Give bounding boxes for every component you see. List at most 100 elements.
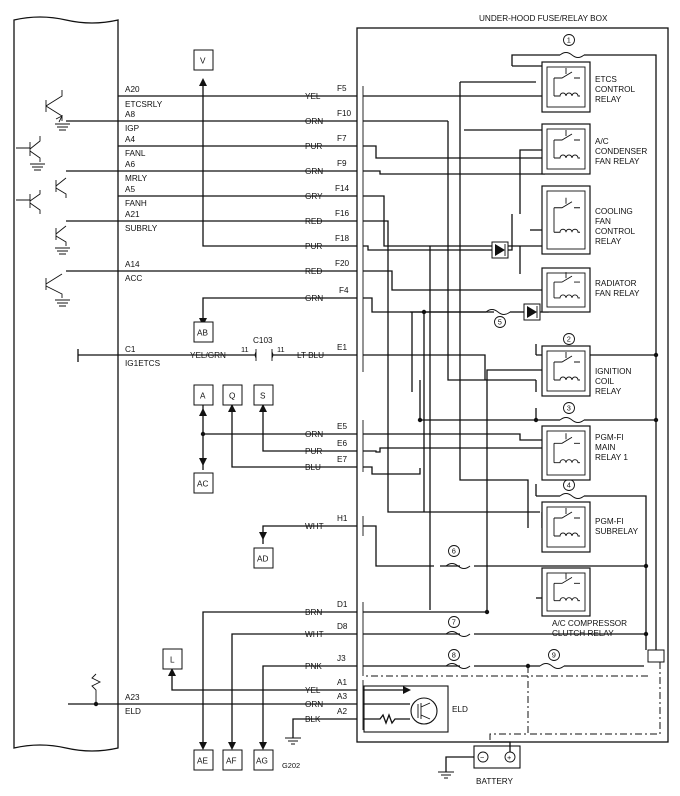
- relay-labels: ETCS CONTROL RELAY A/C CONDENSER FAN REL…: [552, 75, 647, 638]
- svg-text:WHT: WHT: [305, 522, 324, 531]
- svg-text:E1: E1: [337, 343, 347, 352]
- svg-text:IGNITION: IGNITION: [595, 367, 631, 376]
- svg-text:11: 11: [277, 345, 285, 354]
- etcs-control-relay: [541, 61, 591, 113]
- reference-box-af[interactable]: AF: [222, 749, 243, 771]
- internal-wires: [410, 81, 549, 615]
- svg-text:LT BLU: LT BLU: [297, 351, 324, 360]
- svg-text:CONTROL: CONTROL: [595, 227, 635, 236]
- reference-box-ac[interactable]: AC: [193, 472, 214, 494]
- wire-c1-e1: C1 IG1ETCS YEL/GRN C103 11 11 LT BLU E1: [77, 336, 486, 380]
- pgm-fi-main-relay-1: [541, 425, 591, 481]
- reference-box-ae[interactable]: AE: [193, 749, 214, 771]
- svg-text:7: 7: [452, 618, 456, 627]
- svg-text:J3: J3: [337, 654, 346, 663]
- svg-text:PUR: PUR: [305, 242, 322, 251]
- cooling-fan-control-relay: [541, 185, 591, 255]
- svg-text:AD: AD: [257, 555, 268, 564]
- battery-positive: +: [507, 753, 511, 762]
- reference-box-l[interactable]: L: [162, 648, 183, 670]
- wire-e7: BLU E7: [231, 404, 421, 475]
- relay-group: [541, 61, 591, 617]
- svg-text:FANL: FANL: [125, 149, 146, 158]
- svg-text:G202: G202: [282, 761, 300, 770]
- battery-negative: −: [480, 753, 484, 762]
- svg-text:PUR: PUR: [305, 142, 322, 151]
- svg-text:ORN: ORN: [305, 700, 323, 709]
- svg-text:MRLY: MRLY: [125, 174, 148, 183]
- svg-text:A14: A14: [125, 260, 140, 269]
- wire-a8-f10: A8 IGP ORN F10: [66, 109, 448, 133]
- wire-color-label: YEL: [305, 92, 321, 101]
- wire-a4-f7: A4 FANL PUR F7: [118, 134, 542, 159]
- box-title: UNDER-HOOD FUSE/RELAY BOX: [479, 14, 608, 23]
- svg-text:ELD: ELD: [125, 707, 141, 716]
- svg-text:ETCS: ETCS: [595, 75, 617, 84]
- wire-a6-f9: A6 MRLY GRN F9: [66, 159, 545, 183]
- svg-text:C103: C103: [253, 336, 273, 345]
- svg-text:F4: F4: [339, 286, 349, 295]
- fuse-labels: 1 2 3 4 5 6 7 8 9: [448, 34, 575, 661]
- svg-text:WHT: WHT: [305, 630, 324, 639]
- svg-text:F20: F20: [335, 259, 350, 268]
- fuse-relay-box: [356, 27, 669, 743]
- svg-text:RELAY: RELAY: [595, 237, 622, 246]
- svg-text:PUR: PUR: [305, 447, 322, 456]
- svg-text:YEL/GRN: YEL/GRN: [190, 351, 226, 360]
- svg-text:GRY: GRY: [305, 192, 323, 201]
- svg-text:BRN: BRN: [305, 608, 322, 617]
- svg-text:3: 3: [567, 404, 571, 413]
- svg-text:F18: F18: [335, 234, 350, 243]
- ac-compressor-clutch-relay: [541, 567, 591, 617]
- svg-text:RELAY 1: RELAY 1: [595, 453, 628, 462]
- reference-box-ad[interactable]: AD: [253, 547, 274, 569]
- wire-a21-f16: A21 SUBRLY RED F16: [66, 209, 540, 513]
- svg-text:ORN: ORN: [305, 117, 323, 126]
- svg-text:F14: F14: [335, 184, 350, 193]
- ignition-coil-relay: [541, 345, 591, 397]
- svg-text:RELAY: RELAY: [595, 95, 622, 104]
- svg-text:AG: AG: [256, 757, 268, 766]
- svg-text:A: A: [200, 392, 206, 401]
- reference-box-ab[interactable]: AB: [193, 321, 214, 343]
- svg-text:BLU: BLU: [305, 463, 321, 472]
- reference-box-a[interactable]: A: [193, 384, 214, 406]
- wire-e6: PUR E6: [262, 404, 542, 456]
- reference-box-q[interactable]: Q: [222, 384, 243, 406]
- fuse-symbols: [445, 52, 585, 669]
- svg-text:A5: A5: [125, 185, 135, 194]
- svg-text:SUBRELAY: SUBRELAY: [595, 527, 639, 536]
- power-bus: [365, 54, 665, 742]
- svg-text:Q: Q: [229, 392, 235, 401]
- reference-box-ag[interactable]: AG: [253, 749, 274, 771]
- eld-box: [363, 685, 449, 733]
- svg-text:PGM-FI: PGM-FI: [595, 517, 624, 526]
- svg-text:8: 8: [452, 651, 456, 660]
- svg-text:PGM-FI: PGM-FI: [595, 433, 624, 442]
- svg-text:AE: AE: [197, 757, 208, 766]
- svg-text:GRN: GRN: [305, 167, 323, 176]
- svg-text:COOLING: COOLING: [595, 207, 633, 216]
- svg-text:A21: A21: [125, 210, 140, 219]
- svg-text:AB: AB: [197, 329, 208, 338]
- pgm-fi-subrelay: [541, 501, 591, 553]
- svg-text:D1: D1: [337, 600, 348, 609]
- svg-text:F9: F9: [337, 159, 347, 168]
- svg-text:A23: A23: [125, 693, 140, 702]
- svg-text:RED: RED: [305, 267, 322, 276]
- eld-label: ELD: [452, 705, 468, 714]
- svg-text:2: 2: [567, 335, 571, 344]
- svg-text:IGP: IGP: [125, 124, 140, 133]
- wire-a5-f14: A5 FANH GRY F14: [118, 184, 542, 247]
- svg-text:RED: RED: [305, 217, 322, 226]
- svg-text:H1: H1: [337, 514, 348, 523]
- reference-box-s[interactable]: S: [253, 384, 274, 406]
- svg-text:YEL: YEL: [305, 686, 321, 695]
- svg-text:C1: C1: [125, 345, 136, 354]
- wire-d8: WHT D8: [231, 622, 440, 746]
- reference-box-v[interactable]: V: [193, 49, 214, 71]
- svg-text:E7: E7: [337, 455, 347, 464]
- battery-label: BATTERY: [476, 777, 514, 786]
- svg-text:A2: A2: [337, 707, 347, 716]
- wire-h1: WHT H1: [262, 514, 434, 567]
